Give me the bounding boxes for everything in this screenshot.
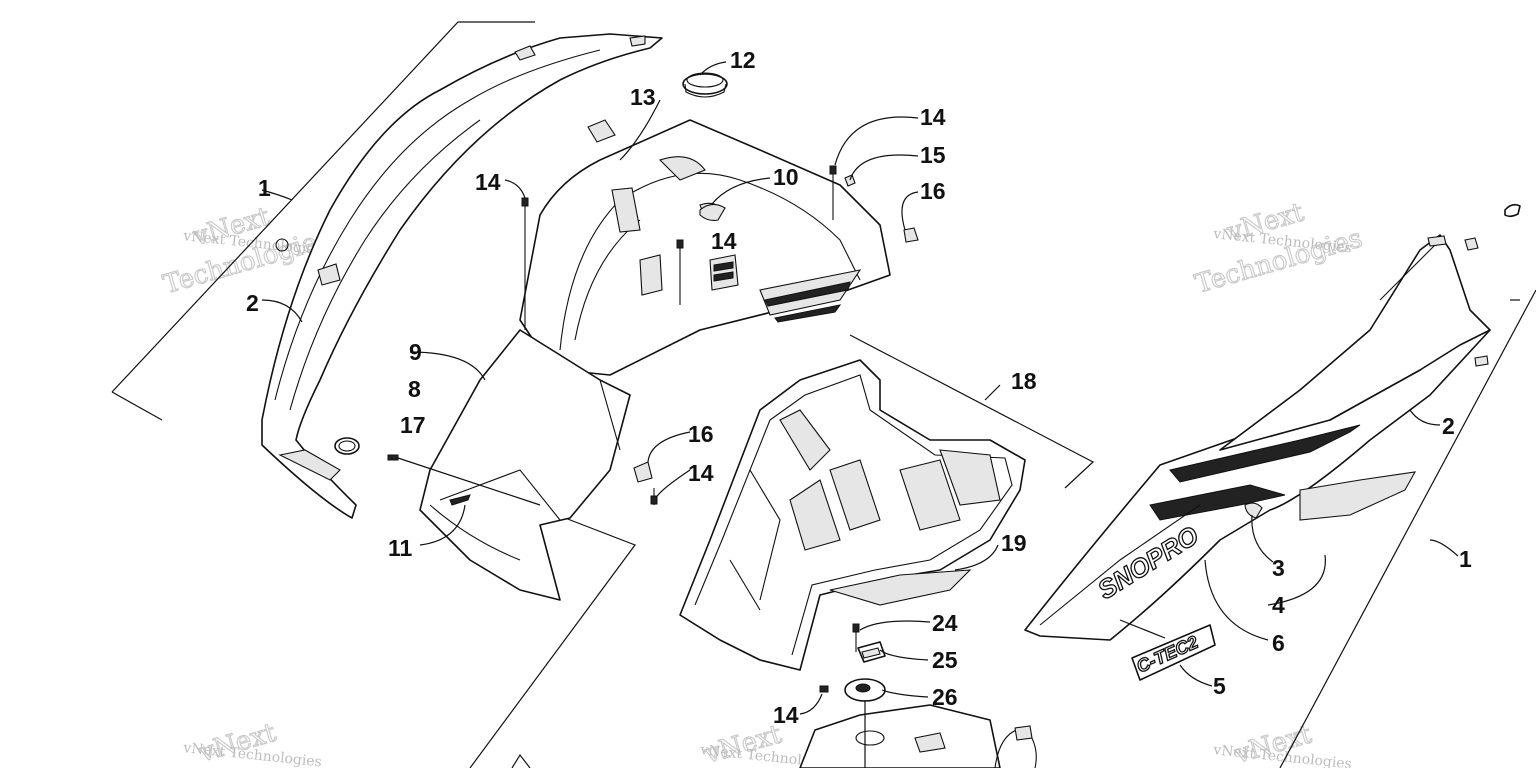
group-frames [111,21,1536,768]
callout-16-b: 16 [688,421,714,447]
callout-5: 5 [1213,673,1226,699]
part-12-cap [682,72,728,98]
part-8-o-ring [334,437,360,455]
callout-1-right: 1 [1459,546,1472,572]
part-26-grommet [844,678,886,702]
front-hood [419,119,891,601]
callout-14-e: 14 [773,702,799,728]
callout-17: 17 [400,412,426,438]
lower-tank [799,704,1037,768]
callout-25: 25 [932,647,958,673]
callout-24: 24 [932,610,958,636]
callout-26: 26 [932,684,958,710]
callout-14-b: 14 [711,228,737,254]
fasteners [387,165,1521,693]
ctec-decal: C-TEC2 [1133,632,1201,677]
callout-14-d: 14 [688,460,714,486]
left-side-panel [261,33,663,519]
callout-6: 6 [1272,630,1285,656]
callout-11: 11 [388,535,413,561]
part-13-pad [587,119,616,143]
right-side-panel: SNOPRO C-TEC2 [1024,234,1491,681]
part-10-grommet [699,203,726,221]
callout-3: 3 [1272,555,1285,581]
callout-18: 18 [1011,368,1037,394]
callout-14-a: 14 [475,169,501,195]
callouts: 1 2 8 9 17 11 14 13 12 10 14 14 15 16 16… [246,47,1472,728]
callout-8: 8 [408,376,421,402]
callout-13: 13 [630,84,656,110]
callout-12: 12 [730,47,756,73]
callout-15: 15 [920,142,946,168]
callout-19: 19 [1001,530,1027,556]
callout-16-a: 16 [920,178,946,204]
air-box-tray [679,359,1026,671]
leader-lines [261,61,1459,768]
callout-9: 9 [409,339,422,365]
callout-14-c: 14 [920,104,946,130]
callout-10: 10 [773,164,799,190]
callout-1-left: 1 [258,175,271,201]
callout-4: 4 [1272,592,1285,618]
part-25-bracket [857,641,886,663]
callout-2-left: 2 [246,290,259,316]
callout-2-right: 2 [1442,413,1455,439]
